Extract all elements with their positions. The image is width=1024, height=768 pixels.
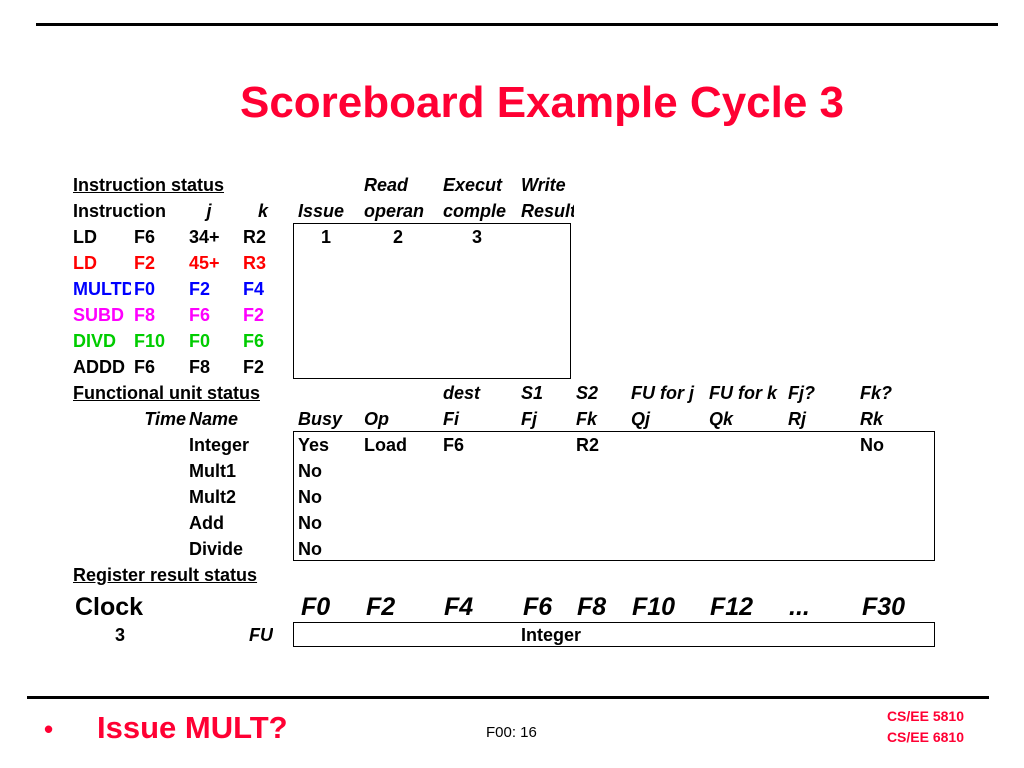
column-header: Instruction <box>73 201 166 221</box>
functional-unit-status-label: Functional unit status <box>73 383 260 403</box>
instruction-j: F2 <box>189 279 211 299</box>
bottom-rule <box>27 696 989 699</box>
instruction-dest: F0 <box>134 279 156 299</box>
column-header: Execut <box>443 175 503 195</box>
instruction-status-label: Instruction status <box>73 175 225 195</box>
register-name: F6 <box>523 593 553 621</box>
column-header: FU for k <box>709 383 778 403</box>
issue-cycle: 1 <box>320 227 331 247</box>
instruction-k: F4 <box>243 279 265 299</box>
bullet-icon: • <box>44 714 54 744</box>
fu-busy: No <box>298 513 322 533</box>
fu-busy: No <box>298 487 322 507</box>
column-header: Fj? <box>788 383 815 403</box>
instruction-status-box <box>293 223 571 379</box>
column-header: Time <box>144 409 186 429</box>
column-header: Name <box>189 409 239 429</box>
column-header: Rj <box>788 409 806 429</box>
column-header: Write <box>521 175 566 195</box>
column-header: Fj <box>521 409 537 429</box>
instruction-dest: F2 <box>134 253 156 273</box>
instruction-dest: F6 <box>134 227 156 247</box>
column-header: S2 <box>576 383 599 403</box>
fu-fk: R2 <box>576 435 600 455</box>
functional-unit-box <box>293 431 935 561</box>
fu-name: Mult2 <box>189 487 236 507</box>
clock-value: 3 <box>114 625 125 645</box>
page-number: F00: 16 <box>486 724 537 741</box>
fu-rk: No <box>860 435 884 455</box>
column-header: Qj <box>631 409 651 429</box>
register-name: ... <box>789 593 810 621</box>
register-name: F8 <box>577 593 607 621</box>
column-header: Busy <box>298 409 343 429</box>
instruction-j: 34+ <box>189 227 220 247</box>
instruction-k: F2 <box>243 305 265 325</box>
instruction-op: LD <box>73 227 97 247</box>
instruction-op: MULTD <box>73 279 131 299</box>
fu-busy: No <box>298 539 322 559</box>
instruction-op: SUBD <box>73 305 125 325</box>
column-header: j <box>206 201 212 221</box>
register-name: F0 <box>301 593 331 621</box>
column-header: operan <box>364 201 425 221</box>
issue-question: Issue MULT? <box>97 710 288 745</box>
instruction-k: F2 <box>243 357 265 377</box>
instruction-k: R3 <box>243 253 267 273</box>
register-name: F4 <box>444 593 474 621</box>
fu-name: Integer <box>189 435 250 455</box>
register-name: F10 <box>632 593 676 621</box>
course-code-1: CS/EE 5810 <box>886 708 964 724</box>
register-result-status-label: Register result status <box>73 565 258 585</box>
fu-name: Divide <box>189 539 244 559</box>
instruction-k: F6 <box>243 331 265 351</box>
register-status-box <box>293 622 935 647</box>
course-code-2: CS/EE 6810 <box>886 729 964 745</box>
register-name: F2 <box>366 593 396 621</box>
column-header: Read <box>364 175 409 195</box>
instruction-j: 45+ <box>189 253 220 273</box>
register-name: F12 <box>710 593 754 621</box>
column-header: Fk? <box>860 383 893 403</box>
column-header: FU for j <box>631 383 694 403</box>
instruction-j: F0 <box>189 331 211 351</box>
fu-busy: No <box>298 461 322 481</box>
read-cycle: 2 <box>392 227 403 247</box>
column-header: S1 <box>521 383 544 403</box>
instruction-j: F6 <box>189 305 211 325</box>
instruction-k: R2 <box>243 227 267 247</box>
column-header: k <box>257 201 268 221</box>
column-header: Result <box>521 201 574 221</box>
column-header: Fi <box>443 409 459 429</box>
fu-fi: F6 <box>443 435 465 455</box>
slide-title: Scoreboard Example Cycle 3 <box>239 78 845 127</box>
column-header: Rk <box>860 409 884 429</box>
instruction-op: DIVD <box>73 331 117 351</box>
top-rule <box>36 23 998 26</box>
column-header: Fk <box>576 409 598 429</box>
register-name: F30 <box>862 593 906 621</box>
fu-row-label: FU <box>249 625 273 645</box>
instruction-op: ADDD <box>73 357 125 377</box>
column-header: comple <box>443 201 507 221</box>
column-header: Qk <box>709 409 734 429</box>
register-fu-value: Integer <box>521 625 582 645</box>
column-header: Issue <box>298 201 345 221</box>
instruction-dest: F10 <box>134 331 166 351</box>
fu-busy: Yes <box>298 435 330 455</box>
instruction-dest: F8 <box>134 305 156 325</box>
exec-cycle: 3 <box>471 227 482 247</box>
fu-name: Add <box>189 513 224 533</box>
clock-label: Clock <box>75 593 144 621</box>
column-header: Op <box>364 409 389 429</box>
instruction-j: F8 <box>189 357 211 377</box>
column-header: dest <box>443 383 481 403</box>
instruction-dest: F6 <box>134 357 156 377</box>
fu-name: Mult1 <box>189 461 236 481</box>
instruction-op: LD <box>73 253 97 273</box>
fu-op: Load <box>364 435 407 455</box>
